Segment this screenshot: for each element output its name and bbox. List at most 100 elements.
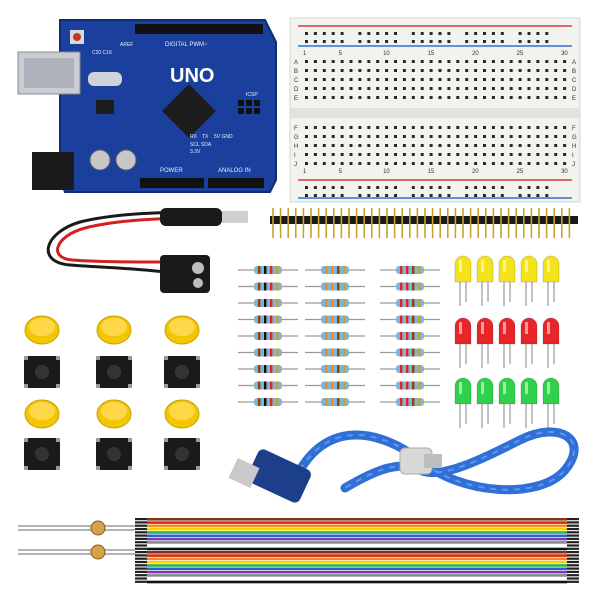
breadboard-hole <box>305 87 308 90</box>
rail-hole <box>322 32 326 35</box>
jumper-housing <box>567 574 579 577</box>
breadboard-hole <box>331 87 335 90</box>
tactile-switch-plunger <box>35 365 49 379</box>
breadboard-hole <box>349 60 353 63</box>
breadboard-hole <box>509 87 513 90</box>
rail-hole <box>411 32 415 35</box>
led-highlight <box>525 382 528 394</box>
breadboard-hole <box>322 69 326 72</box>
breadboard-hole <box>554 135 558 138</box>
breadboard-hole <box>402 60 406 63</box>
resistor-band <box>264 266 267 274</box>
led-highlight <box>481 260 484 272</box>
breadboard-hole <box>305 153 308 156</box>
breadboard-hole <box>456 60 460 63</box>
breadboard-hole <box>563 69 567 72</box>
breadboard-hole <box>385 144 389 147</box>
rail-hole <box>545 186 549 189</box>
rail-hole <box>518 194 522 197</box>
resistor-band <box>412 381 415 390</box>
jumper-wire <box>147 577 567 580</box>
jumper-housing <box>135 570 147 573</box>
resistor-band <box>343 381 346 390</box>
breadboard-hole <box>394 144 397 147</box>
switch-leg <box>24 356 28 360</box>
resistor-band <box>406 332 409 340</box>
switch-leg <box>96 384 100 388</box>
jumper-wire <box>147 557 567 561</box>
resistor-band <box>325 398 328 406</box>
breadboard-hole <box>438 126 442 129</box>
breadboard-hole <box>518 153 522 156</box>
rail-hole <box>545 40 549 43</box>
resistor <box>396 282 424 291</box>
jumper-wire <box>147 537 567 541</box>
jumper-wire <box>147 574 567 577</box>
jumper-housing <box>567 547 579 550</box>
resistor-band <box>270 332 273 340</box>
resistor-band <box>400 348 403 357</box>
breadboard-hole <box>438 135 442 138</box>
breadboard-hole <box>563 162 567 165</box>
capacitor <box>115 149 137 171</box>
breadboard-hole <box>313 60 317 63</box>
breadboard-hole <box>554 60 558 63</box>
led-highlight <box>459 382 462 394</box>
breadboard-hole <box>509 144 513 147</box>
resistor-band <box>325 348 328 357</box>
led <box>520 377 538 405</box>
rail-hole <box>447 32 451 35</box>
breadboard-hole <box>411 144 415 147</box>
resistor <box>321 332 349 340</box>
breadboard-hole <box>331 60 335 63</box>
resistor-band <box>406 398 409 406</box>
breadboard-hole <box>536 78 540 81</box>
resistor-band <box>337 315 340 324</box>
resistor-band <box>270 365 273 373</box>
rail-hole <box>518 40 522 43</box>
rail-hole <box>385 186 389 189</box>
resistor-band <box>418 381 421 390</box>
jumper-wire <box>147 531 567 534</box>
breadboard-hole <box>305 126 308 129</box>
breadboard-hole <box>331 69 335 72</box>
breadboard-hole <box>447 78 451 81</box>
resistor-band <box>418 266 421 274</box>
jumper-wire <box>147 524 567 528</box>
resistor-band <box>418 332 421 340</box>
breadboard-hole <box>420 87 424 90</box>
rail-hole <box>358 32 362 35</box>
rail-hole <box>367 40 371 43</box>
breadboard-hole <box>509 153 513 156</box>
breadboard-hole <box>447 135 451 138</box>
breadboard-hole <box>474 69 478 72</box>
jumper-wire-ribbon <box>135 518 579 584</box>
breadboard-hole <box>385 87 389 90</box>
rail-hole <box>313 194 317 197</box>
jumper-housing <box>135 518 147 521</box>
photoresistor <box>90 520 106 536</box>
rail-hole <box>500 32 504 35</box>
breadboard-hole <box>358 144 362 147</box>
resistor-band <box>258 282 261 291</box>
breadboard-hole <box>376 144 380 147</box>
breadboard-hole <box>322 60 326 63</box>
breadboard-hole <box>474 135 478 138</box>
rail-hole <box>527 194 531 197</box>
resistor-band <box>270 381 273 390</box>
resistor-band <box>331 315 334 324</box>
breadboard-hole <box>500 153 504 156</box>
breadboard-hole <box>402 135 406 138</box>
breadboard-hole <box>349 87 353 90</box>
row-letter: G <box>572 135 577 141</box>
breadboard-hole <box>518 126 522 129</box>
jumper-wire <box>147 570 567 574</box>
rail-hole <box>527 32 531 35</box>
silk-33v-label: 3.3V <box>190 149 201 155</box>
resistor-band <box>337 332 340 340</box>
jumper-wire <box>147 564 567 567</box>
resistor <box>254 398 282 406</box>
row-letter: F <box>572 126 576 132</box>
resistor-band <box>406 266 409 274</box>
column-number: 1 <box>303 169 307 175</box>
